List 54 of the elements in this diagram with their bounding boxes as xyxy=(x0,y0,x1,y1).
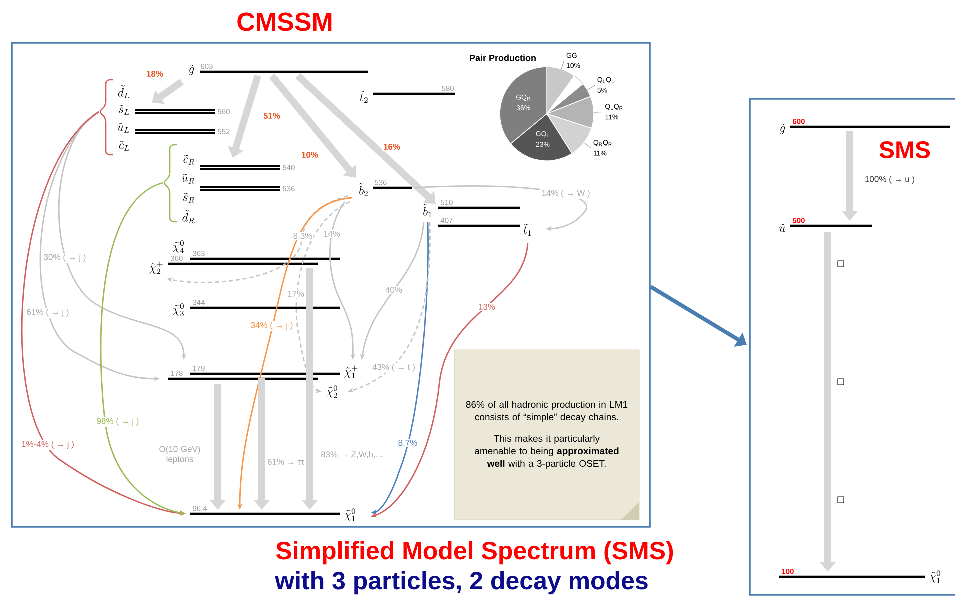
edge-label: 30% ( → j ) xyxy=(42,253,88,263)
particle-label: $\tilde{\chi}_{2}^{0}$ xyxy=(326,386,338,398)
particle-label: $\tilde{s}_{R}$ xyxy=(183,193,195,204)
note-text: 86% of all hadronic production in LM1 consists of “simple” decay chains. xyxy=(466,401,628,422)
particle-label: $\tilde{s}_{L}$ xyxy=(119,105,130,115)
chart-title: Pair Production xyxy=(470,54,536,62)
edge-label: 8.7% xyxy=(397,439,419,448)
particle-label: $\tilde{\chi}_{4}^{0}$ xyxy=(173,240,184,254)
particle-label: $\tilde{u}$ xyxy=(779,224,786,232)
edge-label: 61% → ττ xyxy=(266,458,306,466)
particle-label: $\tilde{d}_{R}$ xyxy=(182,210,195,224)
particle-label: $\tilde{g}$ xyxy=(780,124,786,134)
particle-label: $\tilde{\chi}_{3}^{0}$ xyxy=(173,304,184,316)
edge-label: 1%-4% ( → j ) xyxy=(20,440,76,450)
edge-label: 10% xyxy=(300,151,320,160)
caption-text: with 3 particles, 2 decay modes xyxy=(275,571,648,595)
edge-label: 14% xyxy=(322,230,342,238)
edge-label: 51% xyxy=(262,112,282,120)
edge-label: 8.3% xyxy=(292,232,314,240)
panel-title: SMS xyxy=(880,142,930,158)
edge-label: 98% ( → j ) xyxy=(96,417,140,427)
arrow xyxy=(296,73,436,204)
edge-label: 16% xyxy=(382,143,402,152)
particle-label: $\tilde{u}_{L}$ xyxy=(118,123,130,133)
particle-label: $\tilde{\chi}_{1}^{+}$ xyxy=(344,366,358,378)
edge-label: 61% ( → j ) xyxy=(26,308,70,318)
particle-label: $\tilde{g}$ xyxy=(188,64,194,76)
particle-label: $\tilde{b}_{1}$ xyxy=(424,204,432,218)
particle-label: $\tilde{d}_{L}$ xyxy=(118,86,130,98)
particle-label: $\tilde{c}_{R}$ xyxy=(184,155,195,166)
panel-title: CMSSM xyxy=(238,12,332,32)
particle-label: $\tilde{b}_{2}$ xyxy=(360,184,368,196)
edge-label: 43% ( → t ) xyxy=(372,363,416,373)
particle-label: $\tilde{c}_{L}$ xyxy=(119,141,130,151)
edge-label: 40% xyxy=(384,286,404,294)
particle-label: $\tilde{t}_{1}$ xyxy=(523,224,532,236)
particle-label: $\tilde{t}_{2}$ xyxy=(360,91,368,103)
edge-label: 17% xyxy=(286,290,306,298)
edge-label: 18% xyxy=(146,70,164,78)
note-text: This makes it particularly amenable to being approximated well with a 3-particle OSET. xyxy=(475,435,619,469)
particle-label: $\tilde{\chi}_{1}^{0}$ xyxy=(344,508,356,522)
edge-label: 13% xyxy=(478,303,496,312)
particle-label: $\tilde{\chi}_{1}^{0}$ xyxy=(930,570,940,584)
edge-label: 14% ( → W ) xyxy=(540,189,592,199)
arrow xyxy=(269,74,356,178)
caption-text: Simplified Model Spectrum (SMS) xyxy=(276,541,674,565)
edge-label: 100% ( → u ) xyxy=(864,175,916,185)
arrow xyxy=(152,79,184,104)
particle-label: $\tilde{u}_{R}$ xyxy=(182,174,195,184)
edge-label: O(10 GeV) leptons xyxy=(153,445,207,465)
particle-label: $\tilde{\chi}_{2}^{+}$ xyxy=(150,262,163,274)
edge-label: 34% ( → j ) xyxy=(250,321,294,331)
edge-label: 83% → Z,W,h,... xyxy=(320,450,384,460)
arrow xyxy=(650,285,747,347)
